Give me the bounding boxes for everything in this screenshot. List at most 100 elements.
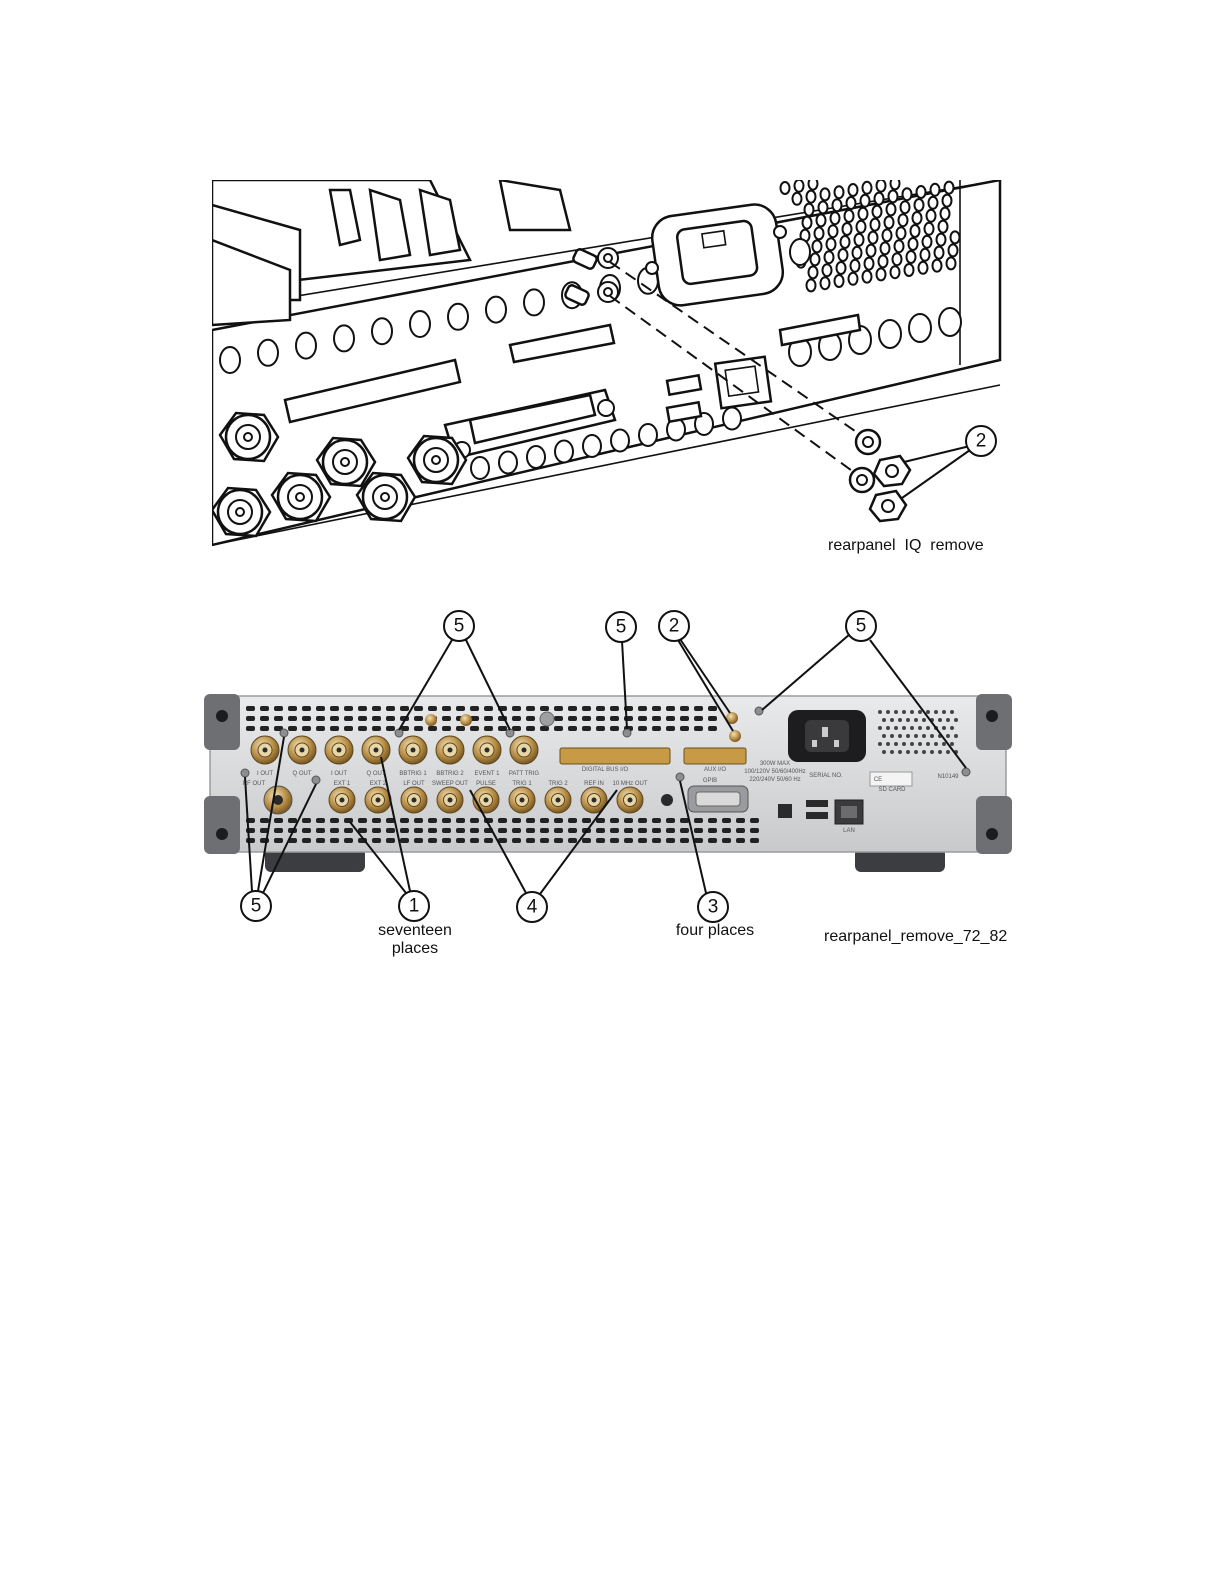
grille-hole <box>954 734 958 738</box>
vent-hole <box>947 243 959 258</box>
vent-slot <box>526 706 535 711</box>
connector-label: REF IN <box>584 781 604 787</box>
panel-hole <box>485 295 507 324</box>
vent-slot <box>652 726 661 731</box>
vent-hole <box>801 215 813 230</box>
connector-label: 10 MHz OUT <box>612 781 647 787</box>
callout-5-bottom-left: 5 <box>240 736 317 922</box>
grille-hole <box>902 710 906 714</box>
grille-hole <box>926 710 930 714</box>
vent-slot <box>288 726 297 731</box>
panel-hole <box>526 445 546 469</box>
panel-hole <box>938 307 962 337</box>
vent-slot <box>274 828 283 833</box>
panel-hole <box>789 238 811 266</box>
grille-hole <box>914 750 918 754</box>
vent-slot <box>358 828 367 833</box>
connector-label: Q OUT <box>293 771 312 777</box>
corner-bumpers <box>204 694 1012 854</box>
svg-text:CE: CE <box>874 777 882 783</box>
vent-slot <box>694 818 703 823</box>
vent-slot <box>414 716 423 721</box>
vent-hole <box>871 204 883 219</box>
vent-hole <box>809 252 821 267</box>
vent-slot <box>652 706 661 711</box>
vent-hole <box>949 230 961 245</box>
connector-label: BBTRIG 1 <box>399 771 427 777</box>
vent-slot <box>498 726 507 731</box>
vent-slot <box>582 726 591 731</box>
callout-3-four-places: 3 four places <box>676 780 754 939</box>
vent-hole <box>931 258 943 273</box>
svg-text:DIGITAL BUS I/O: DIGITAL BUS I/O <box>582 767 629 773</box>
vent-slot <box>470 706 479 711</box>
vent-hole <box>939 206 951 221</box>
vent-slot <box>414 706 423 711</box>
vent-slot <box>442 828 451 833</box>
grille-hole <box>946 734 950 738</box>
bottom-figure-caption: rearpanel_remove_72_82 <box>824 928 1007 945</box>
bnc-connector: BBTRIG 1 <box>398 735 428 777</box>
grille-hole <box>926 726 930 730</box>
grille-hole <box>906 734 910 738</box>
connector-label: LF OUT <box>403 781 425 787</box>
vent-hole <box>933 245 945 260</box>
vent-slot <box>456 706 465 711</box>
vent-slot <box>372 706 381 711</box>
vent-slot <box>512 828 521 833</box>
power-inlet: 300W MAX 100/120V 50/60/400Hz 220/240V 5… <box>744 710 866 783</box>
vent-slot <box>638 818 647 823</box>
rf-out-connector: RF OUT <box>243 781 293 815</box>
vent-slot <box>484 838 493 843</box>
vent-hole <box>877 254 889 269</box>
vent-slot <box>638 706 647 711</box>
bnc-pin <box>380 492 390 502</box>
vent-hole <box>879 241 891 256</box>
connector-label: SWEEP OUT <box>432 781 468 787</box>
vent-slot <box>526 818 535 823</box>
vent-slot <box>708 716 717 721</box>
svg-text:N10149: N10149 <box>937 774 959 780</box>
grille-hole <box>886 726 890 730</box>
vent-slot <box>442 716 451 721</box>
vent-hole <box>945 256 957 271</box>
vent-slot <box>330 828 339 833</box>
grille-hole <box>890 718 894 722</box>
vent-slot <box>470 818 479 823</box>
panel-hole <box>610 428 630 453</box>
vent-slot <box>554 716 563 721</box>
vent-hole <box>925 208 937 223</box>
grille-hole <box>910 726 914 730</box>
grille-hole <box>934 710 938 714</box>
vent-hole <box>837 248 849 262</box>
bnc-connector: LF OUT <box>400 781 428 814</box>
vent-slot <box>358 716 367 721</box>
vent-slot <box>582 818 591 823</box>
callout-top-2: 2 <box>901 425 997 499</box>
svg-text:SERIAL NO.: SERIAL NO. <box>809 773 843 779</box>
panel-hole <box>257 338 279 367</box>
vent-slot <box>596 706 605 711</box>
vent-slot <box>638 828 647 833</box>
vent-hole <box>805 189 817 204</box>
ventilation-holes <box>219 180 962 480</box>
vent-slot <box>652 828 661 833</box>
vent-slot <box>372 726 381 731</box>
vent-slot <box>260 726 269 731</box>
grille-hole <box>886 742 890 746</box>
vent-slot <box>400 818 409 823</box>
bnc-connector: TRIG 1 <box>508 781 536 814</box>
grille-hole <box>914 734 918 738</box>
connector-label: EXT 2 <box>370 781 387 787</box>
svg-text:220/240V 50/60 Hz: 220/240V 50/60 Hz <box>749 777 800 783</box>
gpib-connector: GPIB <box>661 778 749 813</box>
vent-slot <box>456 726 465 731</box>
vent-slot <box>596 818 605 823</box>
grille-hole <box>938 718 942 722</box>
left-foot <box>265 848 365 872</box>
regulatory-labels: CE SD CARD N10149 <box>869 771 959 793</box>
vent-hole <box>889 180 901 191</box>
grille-hole <box>946 718 950 722</box>
vent-slot <box>638 726 647 731</box>
vent-slot <box>386 716 395 721</box>
